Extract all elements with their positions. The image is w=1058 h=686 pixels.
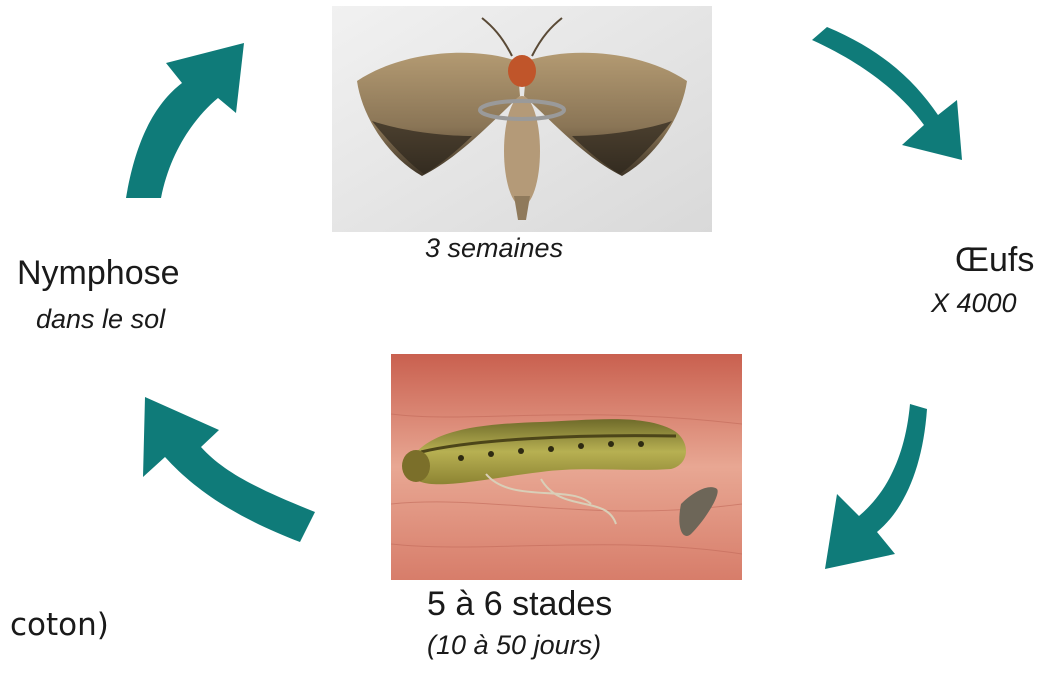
cycle-arrow-icon — [815, 404, 975, 584]
pupa-title-label: Nymphose — [17, 254, 180, 293]
eggs-title-label: Œufs — [955, 241, 1034, 280]
eggs-count-label: X 4000 — [931, 288, 1017, 319]
pupa-location-label: dans le sol — [36, 304, 165, 335]
larva-title-label: 5 à 6 stades — [427, 585, 612, 624]
cycle-arrow-icon — [802, 25, 982, 195]
adult-duration-label: 3 semaines — [425, 233, 563, 264]
cycle-arrow-icon — [86, 28, 256, 208]
larva-photo — [391, 354, 742, 580]
side-note-label: coton) — [10, 607, 109, 643]
cycle-arrow-icon — [125, 392, 325, 560]
adult-moth-photo — [332, 6, 712, 232]
larva-duration-label: (10 à 50 jours) — [427, 630, 601, 661]
